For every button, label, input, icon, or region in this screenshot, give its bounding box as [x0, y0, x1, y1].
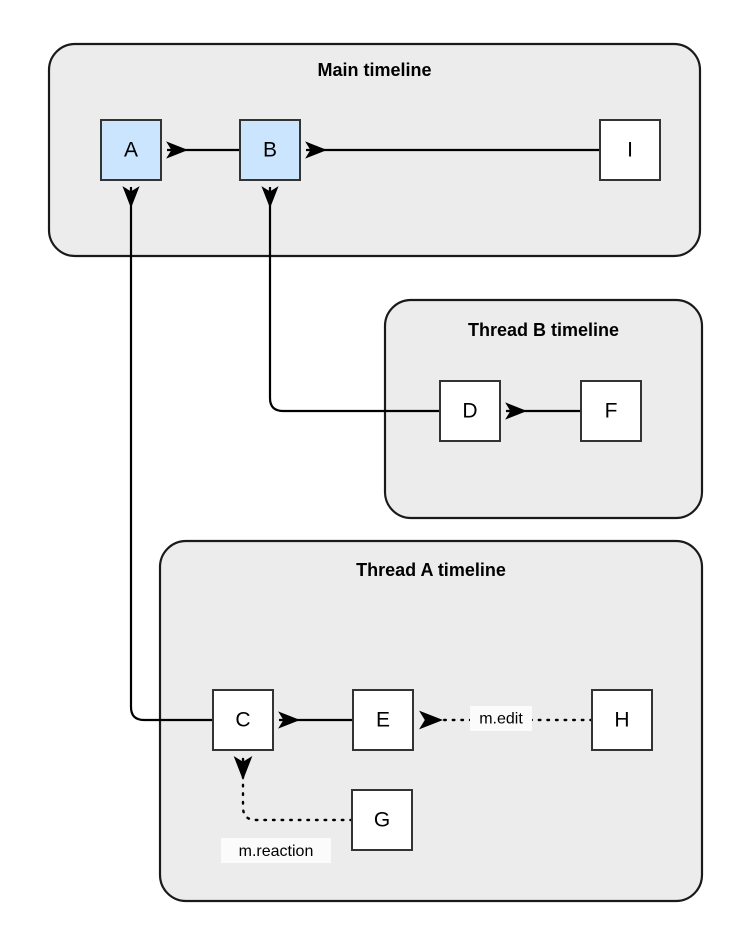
- node-c-rect: [212, 689, 274, 751]
- node-e-label: E: [376, 709, 390, 732]
- container-thread-b-timeline-rect: [383, 298, 704, 520]
- node-b-label: B: [263, 139, 277, 162]
- node-d[interactable]: D: [439, 380, 501, 442]
- container-thread-b-timeline[interactable]: Thread B timeline: [383, 298, 704, 520]
- edge-label-m-edit-background: [470, 706, 532, 731]
- edge-label-m-edit: m.edit: [479, 711, 523, 728]
- node-f-label: F: [605, 400, 618, 423]
- edge-label-m-reaction: m.reaction: [239, 843, 314, 860]
- edge-label-m-reaction-background: [221, 838, 331, 863]
- container-main-timeline-title: Main timeline: [317, 60, 431, 80]
- node-h-label: H: [614, 709, 629, 732]
- node-b-rect: [239, 119, 301, 181]
- node-f[interactable]: F: [580, 380, 642, 442]
- node-d-label: D: [462, 400, 477, 423]
- node-d-rect: [439, 380, 501, 442]
- node-g-rect: [351, 789, 413, 851]
- node-b[interactable]: B: [239, 119, 301, 181]
- node-i-label: I: [627, 139, 633, 162]
- node-f-rect: [580, 380, 642, 442]
- node-h[interactable]: H: [591, 689, 653, 751]
- node-g[interactable]: G: [351, 789, 413, 851]
- node-e-rect: [352, 689, 414, 751]
- node-c-label: C: [235, 709, 250, 732]
- node-h-rect: [591, 689, 653, 751]
- node-i-rect: [599, 119, 661, 181]
- node-g-label: G: [374, 809, 390, 832]
- edge-d-to-b[interactable]: [261, 186, 440, 413]
- node-e[interactable]: E: [352, 689, 414, 751]
- node-a[interactable]: A: [100, 119, 162, 181]
- node-i[interactable]: I: [599, 119, 661, 181]
- node-a-label: A: [124, 139, 138, 162]
- edge-g-to-c[interactable]: [233, 755, 354, 822]
- edge-c-to-a[interactable]: [122, 186, 213, 722]
- node-a-rect: [100, 119, 162, 181]
- node-c[interactable]: C: [212, 689, 274, 751]
- container-thread-a-timeline-title: Thread A timeline: [356, 560, 506, 580]
- container-thread-b-timeline-title: Thread B timeline: [468, 320, 619, 340]
